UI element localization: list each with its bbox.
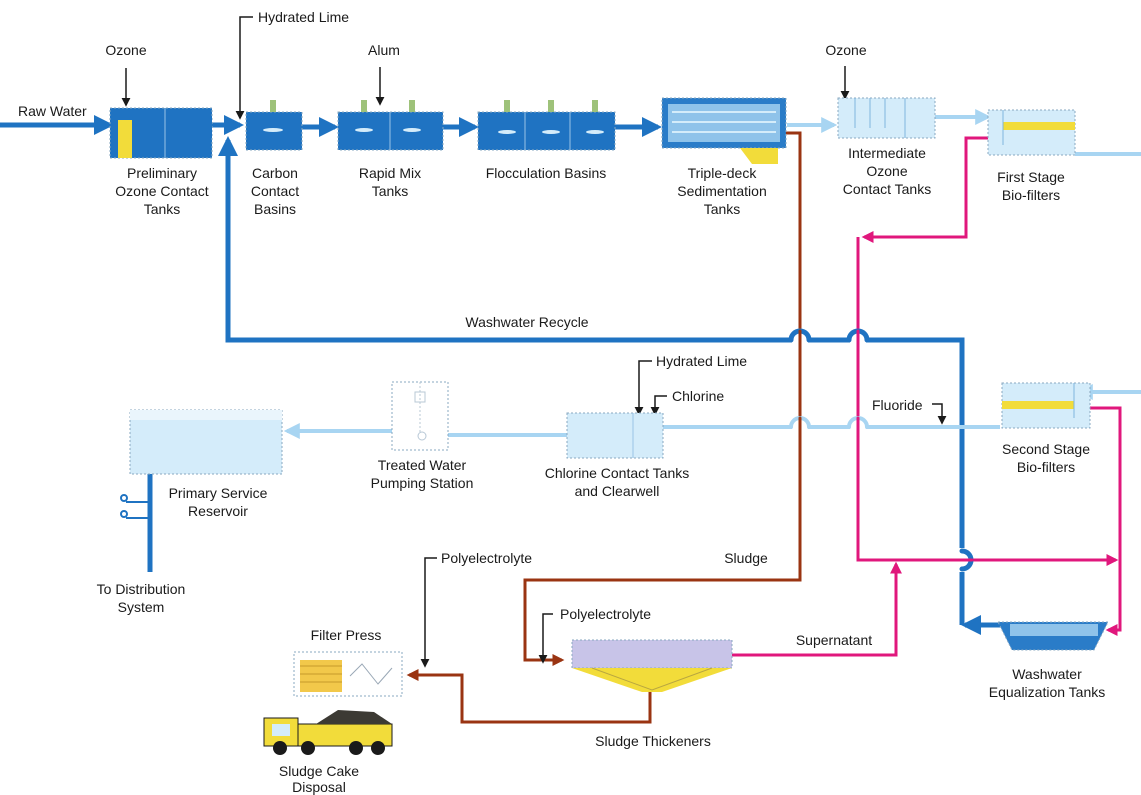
sludge-thickeners-label: Sludge Thickeners (595, 733, 711, 749)
truck-icon (263, 710, 393, 755)
recycle-first-stage-backwash (861, 136, 988, 243)
sludge-cake-label-2: Disposal (292, 779, 346, 795)
chemical-arrows (121, 16, 947, 668)
polyelectrolyte-2-arrow (538, 613, 553, 664)
ozone-1-label: Ozone (105, 42, 146, 58)
carbon-contact-label-2: Contact (251, 183, 299, 199)
light-flow-lines (283, 109, 1141, 439)
flocculation-label: Flocculation Basins (486, 165, 607, 181)
second-stage-label-2: Bio-filters (1017, 459, 1075, 475)
polyelectrolyte-1-arrow (420, 557, 437, 668)
carbon-contact-label-3: Basins (254, 201, 296, 217)
intermediate-ozone-label-2: Ozone (866, 163, 907, 179)
prelim-ozone-label-1: Preliminary (127, 165, 197, 181)
washwater-eq-label-2: Equalization Tanks (989, 684, 1105, 700)
washwater-recycle-label: Washwater Recycle (465, 314, 588, 330)
second-stage-biofilters (1001, 382, 1091, 429)
supernatant-label: Supernatant (796, 632, 872, 648)
sedimentation-label-3: Tanks (704, 201, 741, 217)
sludge-to-filter-press (406, 669, 652, 724)
distribution-valves (120, 494, 150, 519)
prelim-ozone-label-2: Ozone Contact (115, 183, 208, 199)
hydrated-lime-2-label: Hydrated Lime (656, 353, 747, 369)
hydrated-lime-1-arrow (235, 16, 253, 120)
intermediate-ozone-label-3: Contact Tanks (843, 181, 931, 197)
second-stage-label-1: Second Stage (1002, 441, 1090, 457)
recycle-second-stage-backwash (1090, 406, 1122, 636)
filter-press-label: Filter Press (311, 627, 382, 643)
primary-reservoir-label-2: Reservoir (188, 503, 248, 519)
main-flow-lines (0, 115, 1000, 635)
treated-water-pumping-station (391, 381, 449, 451)
labels: Raw Water Ozone Hydrated Lime Alum Ozone… (18, 9, 1105, 795)
carbon-contact-basin (245, 100, 303, 151)
chlorine-contact-tank (566, 412, 664, 459)
flocculation-basins (477, 100, 616, 151)
fluoride-label: Fluoride (872, 397, 923, 413)
filter-press (293, 651, 403, 697)
flow-washwater-recycle (218, 136, 965, 625)
sludge-lines (406, 131, 802, 724)
pipe-crossover-humps (788, 328, 974, 572)
preliminary-ozone-tank (109, 107, 213, 159)
sludge-cake-label-1: Sludge Cake (279, 763, 359, 779)
prelim-ozone-label-3: Tanks (144, 201, 181, 217)
primary-service-reservoir (129, 409, 283, 475)
first-stage-biofilters (987, 109, 1076, 156)
rapid-mix-label-1: Rapid Mix (359, 165, 421, 181)
sludge-label: Sludge (724, 550, 768, 566)
raw-water-label: Raw Water (18, 103, 87, 119)
hydrated-lime-1-label: Hydrated Lime (258, 9, 349, 25)
first-stage-label-2: Bio-filters (1002, 187, 1060, 203)
pumping-station-label-1: Treated Water (378, 457, 467, 473)
sedimentation-label-1: Triple-deck (688, 165, 758, 181)
pipe-crossovers (792, 334, 969, 572)
sedimentation-label-2: Sedimentation (677, 183, 767, 199)
intermediate-ozone-tanks (837, 97, 936, 139)
pumping-station-label-2: Pumping Station (371, 475, 474, 491)
primary-reservoir-label-1: Primary Service (169, 485, 268, 501)
rapid-mix-label-2: Tanks (372, 183, 409, 199)
recycle-supernatant (732, 561, 902, 657)
chlorine-contact-label-1: Chlorine Contact Tanks (545, 465, 689, 481)
sludge-from-sedimentation (523, 131, 802, 666)
chlorine-label: Chlorine (672, 388, 724, 404)
sedimentation-tanks (661, 97, 787, 164)
distribution-label-1: To Distribution (97, 581, 186, 597)
carbon-contact-label-1: Carbon (252, 165, 298, 181)
polyelectrolyte-1-label: Polyelectrolyte (441, 550, 532, 566)
fluoride-arrow (932, 403, 947, 425)
chlorine-contact-label-2: and Clearwell (575, 483, 660, 499)
rapid-mix-tanks (337, 100, 444, 151)
first-stage-label-1: First Stage (997, 169, 1065, 185)
sludge-thickener (571, 639, 733, 692)
washwater-eq-label-1: Washwater (1012, 666, 1082, 682)
ozone-2-label: Ozone (825, 42, 866, 58)
polyelectrolyte-2-label: Polyelectrolyte (560, 606, 651, 622)
chlorine-arrow (650, 395, 667, 416)
hydrated-lime-2-arrow (634, 360, 652, 416)
washwater-equalization-tank (997, 621, 1109, 651)
intermediate-ozone-label-1: Intermediate (848, 145, 926, 161)
alum-label: Alum (368, 42, 400, 58)
distribution-label-2: System (118, 599, 165, 615)
